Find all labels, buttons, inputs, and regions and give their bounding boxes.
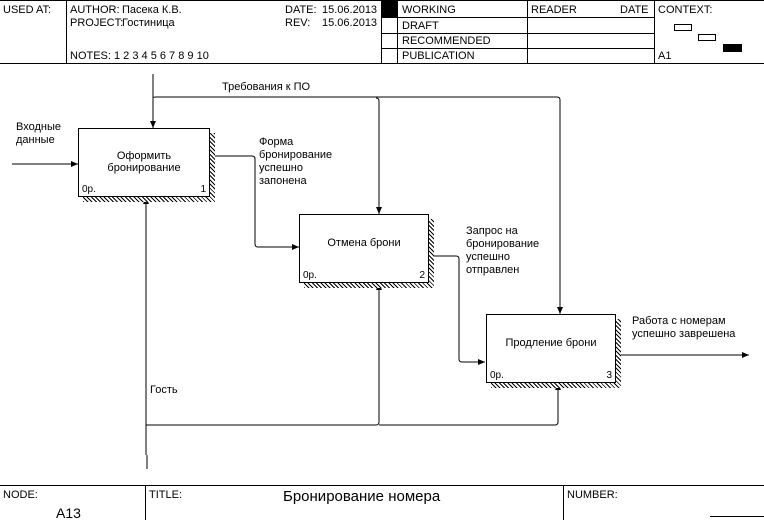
out2-arrow — [429, 255, 485, 365]
output-label: Работа с номерам успешно заврешена — [632, 315, 736, 340]
context-label: CONTEXT: — [658, 4, 713, 16]
box1-number: 1 — [200, 184, 206, 195]
working-marker — [382, 1, 397, 17]
rev-value: 15.06.2013 — [322, 17, 378, 29]
status-draft: DRAFT — [402, 20, 439, 32]
box1-name: Оформить бронирование — [107, 150, 181, 174]
author-label: AUTHOR: — [70, 4, 120, 16]
activity-box-3[interactable]: Продление брони 0р. 3 — [486, 314, 616, 383]
number-label: NUMBER: — [567, 489, 618, 501]
notes-label: NOTES: 1 2 3 4 5 6 7 8 9 10 — [70, 50, 209, 62]
out1-label: Форма бронирование успешно запонена — [259, 136, 333, 187]
context-box-3 — [723, 44, 742, 52]
reader-label: READER — [531, 4, 577, 16]
box2-number: 2 — [419, 270, 425, 281]
context-box-1 — [674, 24, 692, 31]
used-at-label: USED AT: — [3, 4, 52, 16]
activity-box-2[interactable]: Отмена брони 0р. 2 — [299, 214, 429, 283]
activity-box-1[interactable]: Оформить бронирование 0р. 1 — [78, 128, 210, 197]
box3-cost: 0р. — [490, 370, 504, 381]
mechanism-label: Гость — [150, 384, 178, 396]
input-label: Входные данные — [16, 121, 61, 146]
status-publication: PUBLICATION — [402, 50, 475, 62]
title-label: TITLE: — [149, 489, 183, 501]
mechanism-arrow-3 — [379, 383, 561, 426]
status-working: WORKING — [402, 4, 456, 16]
box3-name: Продление брони — [505, 337, 597, 349]
date-label: DATE: — [285, 4, 317, 16]
status-recommended: RECOMMENDED — [402, 35, 491, 47]
box2-cost: 0р. — [303, 270, 317, 281]
context-node: A1 — [658, 50, 672, 62]
date-value: 15.06.2013 — [322, 4, 378, 16]
box2-name: Отмена брони — [327, 237, 401, 249]
mechanism-bus — [146, 283, 382, 426]
diagram-title: Бронирование номера — [283, 488, 441, 505]
out1-arrow — [210, 155, 299, 250]
node-value: A13 — [56, 505, 81, 521]
control-bus — [152, 96, 563, 314]
box3-number: 3 — [606, 370, 612, 381]
control-arrow-2 — [375, 97, 382, 214]
author-value: Пасека К.В. — [122, 4, 182, 16]
project-value: Гостиница — [122, 17, 175, 29]
box1-cost: 0р. — [82, 184, 96, 195]
node-label: NODE: — [3, 489, 38, 501]
control-label: Требования к ПО — [222, 81, 311, 93]
context-box-2 — [698, 34, 716, 41]
rev-label: REV: — [285, 17, 311, 29]
date-col-label: DATE — [620, 4, 649, 16]
project-label: PROJECT: — [70, 17, 124, 29]
out2-label: Запрос на бронирование успешно отправлен — [466, 225, 540, 276]
